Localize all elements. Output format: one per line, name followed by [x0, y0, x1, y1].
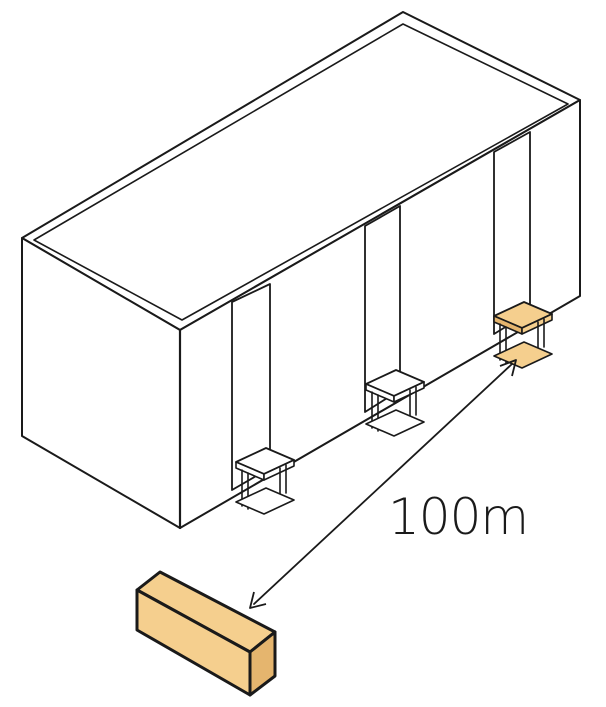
container-end: [248, 630, 277, 697]
roof-parapet: [33, 23, 569, 321]
distance-label: 100m: [388, 488, 529, 546]
canopy-left-base: [235, 487, 295, 515]
arrowhead-near: [249, 591, 267, 609]
canopy-middle-base: [365, 409, 425, 437]
arrowhead-far: [499, 359, 517, 377]
distance-arrow-shaft: [253, 363, 513, 605]
